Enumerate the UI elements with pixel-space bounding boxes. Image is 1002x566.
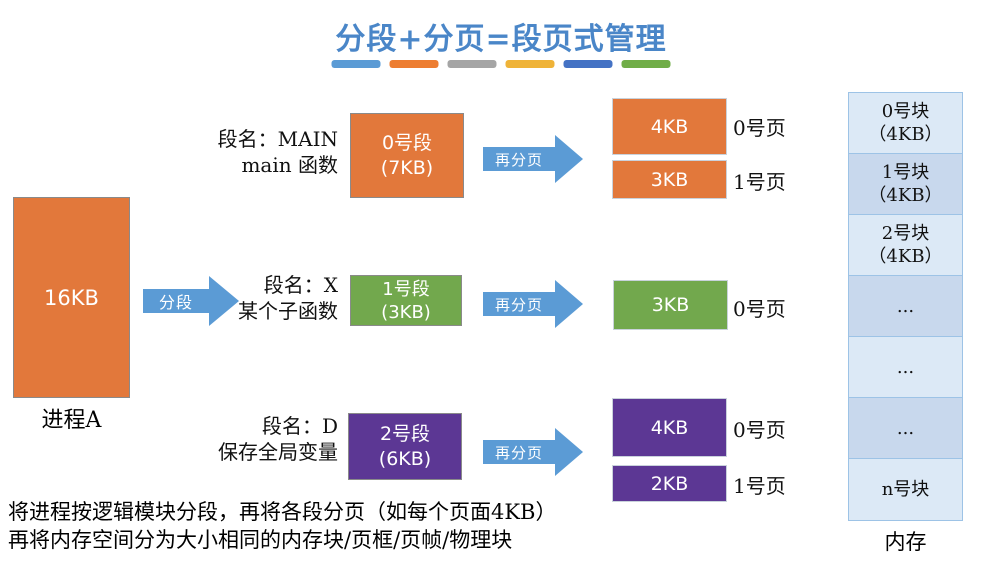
arrow-head [555,428,583,476]
segment2-page0-box: 4KB [612,398,727,457]
title-underline-bars [331,60,671,68]
arrow-head [555,280,583,328]
segment0-name: 段名：MAIN main 函数 [217,127,338,177]
page-title: 分段+分页=段页式管理 [335,22,667,57]
footnote: 将进程按逻辑模块分段，再将各段分页（如每个页面4KB） 再将内存空间分为大小相同… [8,498,556,554]
segment2-page0-label: 0号页 [733,418,786,442]
repage-arrow-label: 再分页 [483,147,555,171]
footnote-line-2: 再将内存空间分为大小相同的内存块/页框/页帧/物理块 [8,528,513,552]
memory-block-6: n号块 [849,459,962,520]
segmentation-arrow-label: 分段 [143,289,209,313]
memory-label: 内存 [884,530,927,554]
segment0-page1-box: 3KB [612,160,727,199]
segment1-name: 段名：X 某个子函数 [238,273,338,323]
repage-arrow-label: 再分页 [483,440,555,464]
underline-bar [563,60,613,68]
segment2-name: 段名：D 保存全局变量 [218,414,338,464]
memory-block-3: ... [849,276,962,337]
repage-arrow-label: 再分页 [483,292,555,316]
memory-block-0: 0号块 （4KB） [849,93,962,154]
segment0-box: 0号段 (7KB) [350,113,464,198]
segment0-page0-box: 4KB [612,98,727,155]
segment0-page0-label: 0号页 [733,116,786,140]
segment2-box: 2号段 (6KB) [348,413,462,480]
segment1-page0-box: 3KB [613,280,728,330]
arrow-head [555,135,583,183]
process-name: 进程A [41,408,102,433]
underline-bar [621,60,671,68]
segment2-page1-label: 1号页 [733,474,786,498]
underline-bar [447,60,497,68]
memory-column: 0号块 （4KB） 1号块 （4KB） 2号块 （4KB） ... ... ..… [848,92,963,521]
memory-block-2: 2号块 （4KB） [849,215,962,276]
segment2-page1-box: 2KB [612,465,727,502]
underline-bar [505,60,555,68]
arrow-head [209,276,239,326]
footnote-line-1: 将进程按逻辑模块分段，再将各段分页（如每个页面4KB） [8,500,557,524]
process-size: 16KB [44,285,99,310]
segment1-page0-label: 0号页 [733,297,786,321]
underline-bar [331,60,381,68]
memory-block-1: 1号块 （4KB） [849,154,962,215]
memory-block-5: ... [849,398,962,459]
underline-bar [389,60,439,68]
segment1-box: 1号段 (3KB) [350,275,462,326]
segment0-page1-label: 1号页 [733,170,786,194]
memory-block-4: ... [849,337,962,398]
process-box: 16KB [13,197,130,398]
